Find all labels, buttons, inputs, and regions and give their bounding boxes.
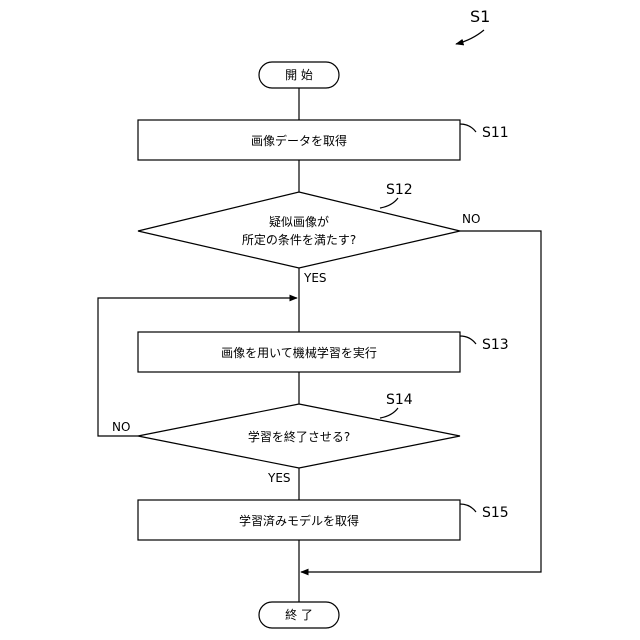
s15-leader: [460, 504, 476, 512]
start-label: 開 始: [285, 68, 313, 82]
s13-id: S13: [482, 337, 509, 353]
s15-id: S15: [482, 505, 509, 521]
s12-no-label: NO: [462, 212, 480, 226]
end-label: 終 了: [285, 607, 313, 622]
s14-id: S14: [386, 392, 413, 408]
s12-leader: [380, 198, 398, 208]
figure-label: S1: [470, 7, 490, 26]
s14-leader: [380, 408, 398, 418]
s11-id: S11: [482, 125, 509, 141]
s12-text-line2: 所定の条件を満たす?: [242, 232, 356, 247]
s12-decision-diamond: [138, 192, 460, 268]
figure-label-pointer: [456, 30, 484, 44]
s12-text-line1: 疑似画像が: [269, 214, 329, 229]
s12-id: S12: [386, 182, 413, 198]
s11-leader: [460, 124, 476, 132]
s14-yes-label: YES: [267, 471, 291, 485]
s13-leader: [460, 336, 476, 344]
s14-text: 学習を終了させる?: [248, 429, 350, 444]
s15-text: 学習済みモデルを取得: [239, 513, 359, 528]
s13-text: 画像を用いて機械学習を実行: [221, 345, 377, 360]
s14-no-label: NO: [112, 420, 130, 434]
s12-yes-label: YES: [303, 271, 327, 285]
s11-text: 画像データを取得: [251, 133, 347, 148]
